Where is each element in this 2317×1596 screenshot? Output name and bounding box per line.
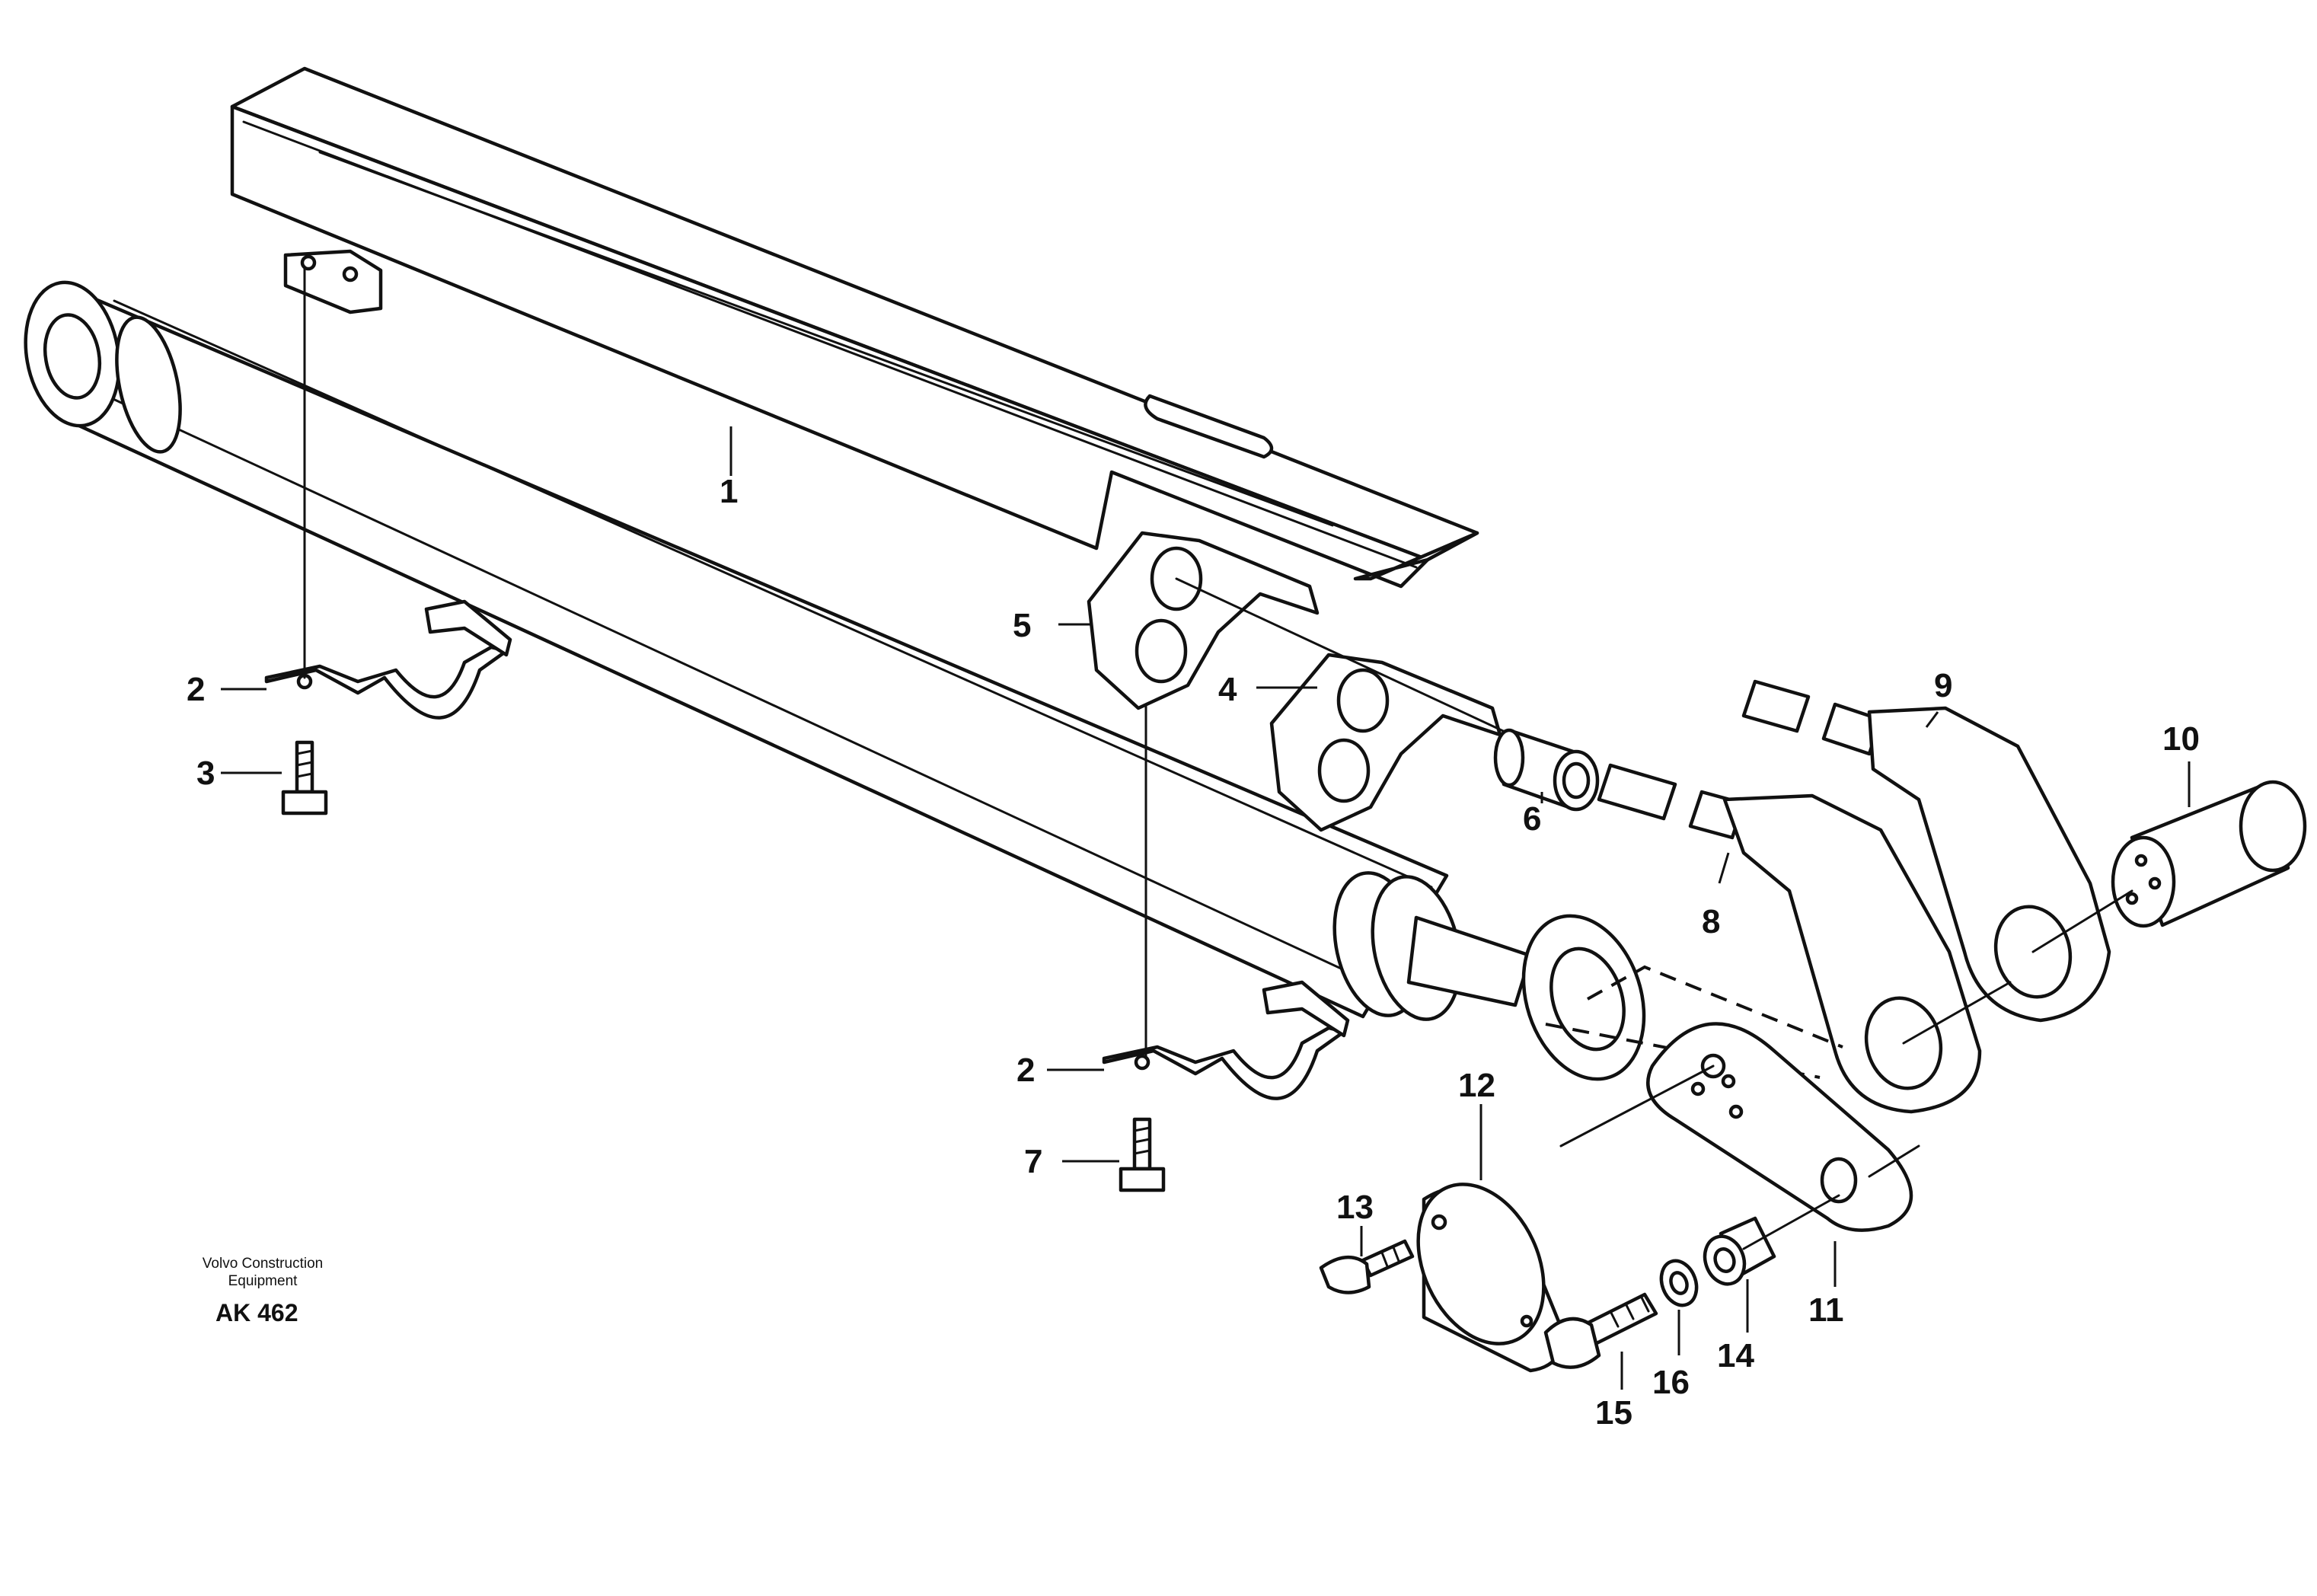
callout-3: 3 [196,755,215,792]
callout-10: 10 [2162,720,2200,758]
clamp-rear [264,599,512,720]
stamp-company-line2: Equipment [228,1273,298,1289]
stamp-code: AK 462 [215,1299,298,1326]
leader-lines [221,426,2191,1390]
callout-5: 5 [1013,607,1031,644]
bracket-4 [1269,653,1502,832]
stamp-company-line1: Volvo Construction [203,1256,323,1272]
plate-11 [1646,1022,1913,1232]
bushing-6 [1493,728,1600,812]
callout-7: 7 [1024,1143,1042,1180]
callout-13: 13 [1336,1189,1374,1226]
bushing-14 [1703,1216,1776,1286]
callout-11: 11 [1808,1291,1844,1329]
callout-2-rear: 2 [187,671,205,708]
callout-12: 12 [1458,1067,1495,1104]
callout-2-front: 2 [1016,1052,1035,1089]
callout-1: 1 [720,473,738,510]
cylinder-guard-cover [230,66,1479,589]
callout-14: 14 [1717,1337,1754,1374]
cap-12 [1416,1183,1567,1373]
pin-pair [1597,679,1883,840]
washer-16 [1659,1259,1699,1307]
callout-15: 15 [1595,1394,1632,1432]
callout-4: 4 [1218,671,1237,708]
callout-9: 9 [1934,667,1952,704]
pin-10 [2111,780,2307,928]
callout-6: 6 [1523,800,1541,838]
clamp-front [1102,980,1350,1100]
callout-labels: 1 2 3 4 5 6 2 7 8 9 10 11 12 13 14 15 16 [187,473,2200,1432]
screw-13 [1319,1239,1415,1294]
bracket-5 [1087,531,1320,710]
screw-7 [1119,1117,1166,1192]
callout-16: 16 [1652,1364,1690,1401]
publisher-stamp: Volvo Construction Equipment AK 462 [203,1256,323,1326]
bolt-15 [1543,1292,1658,1369]
screw-3 [281,740,328,816]
callout-8: 8 [1702,903,1720,940]
